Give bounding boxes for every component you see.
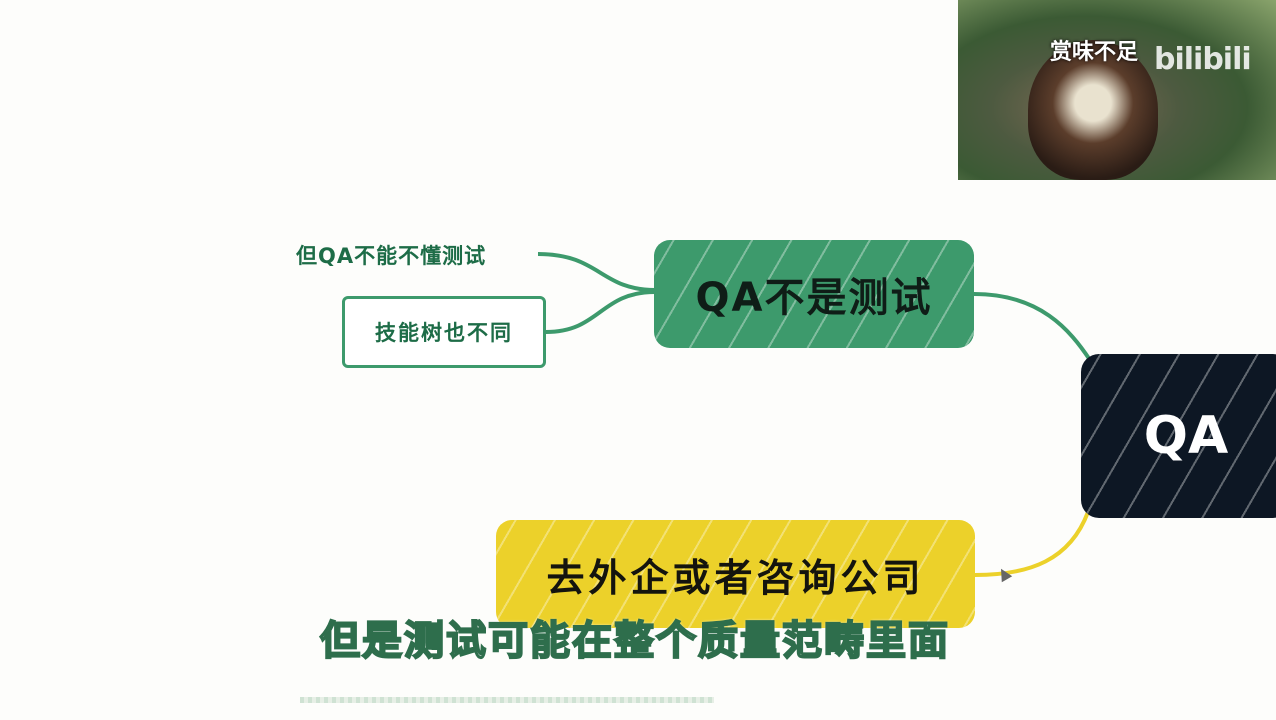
node-root-label: QA	[1143, 406, 1229, 466]
status-bar	[1110, 708, 1276, 720]
connector-leaf-box	[545, 290, 656, 334]
leaf-skill-tree-different[interactable]: 技能树也不同	[342, 296, 546, 368]
bilibili-logo: bilibili	[1154, 42, 1252, 77]
node-root-qa[interactable]: QA	[1081, 354, 1276, 518]
video-overlay: 赏味不足 bilibili	[958, 0, 1276, 180]
video-subtitle: 但是测试可能在整个质量范畴里面	[319, 617, 950, 665]
connector-yellow	[974, 511, 1090, 577]
node-qa-not-testing-label: QA不是测试	[695, 275, 933, 321]
leaf-qa-must-know-testing[interactable]: 但QA不能不懂测试	[296, 244, 487, 268]
leaf-box-label: 技能树也不同	[375, 321, 513, 345]
node-qa-not-testing[interactable]: QA不是测试	[654, 240, 974, 348]
progress-strip	[300, 697, 714, 703]
node-yellow-label: 去外企或者咨询公司	[546, 555, 925, 600]
connector-qa-green	[973, 292, 1092, 362]
node-foreign-or-consulting[interactable]: 去外企或者咨询公司	[496, 520, 975, 628]
red-panda-image	[1028, 40, 1158, 180]
overlay-caption: 赏味不足	[1050, 40, 1139, 65]
connector-leaf-text	[537, 252, 656, 292]
